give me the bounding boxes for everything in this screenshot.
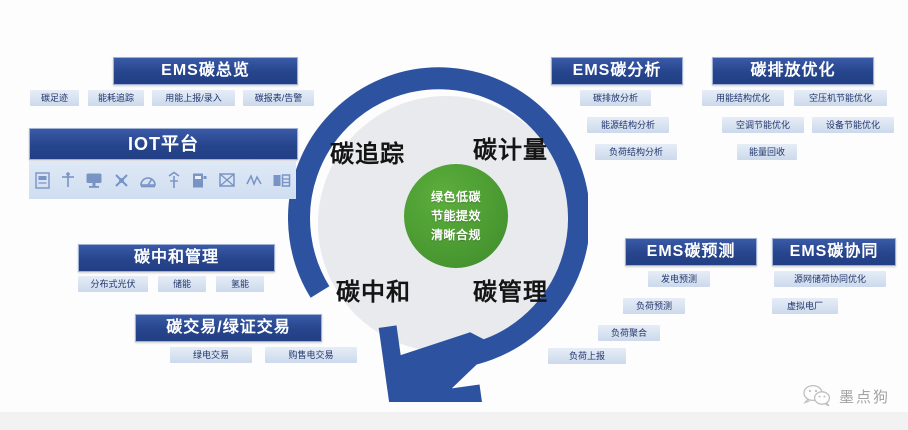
panel-ems-carbon-coordination[interactable]: EMS碳协同 xyxy=(772,238,896,266)
chip-generation-forecast[interactable]: 发电预测 xyxy=(648,271,710,287)
ring-arc xyxy=(288,67,590,370)
chip-energy-storage[interactable]: 储能 xyxy=(158,276,206,292)
chip-hvac-energy-saving-optimization[interactable]: 空调节能优化 xyxy=(722,117,804,133)
valve-icon xyxy=(114,173,128,187)
wechat-icon xyxy=(803,384,831,407)
panel-icon xyxy=(218,172,235,187)
quadrant-label-carbon-tracking: 碳追踪 xyxy=(330,141,405,168)
chip-energy-recovery[interactable]: 能量回收 xyxy=(737,144,797,160)
chip-distributed-pv[interactable]: 分布式光伏 xyxy=(78,276,148,292)
chip-air-compressor-optimization[interactable]: 空压机节能优化 xyxy=(794,90,887,106)
chip-carbon-footprint[interactable]: 碳足迹 xyxy=(30,90,79,106)
panel-title-ems-carbon-forecast[interactable]: EMS碳预测 xyxy=(625,238,757,266)
watermark-text: 墨点狗 xyxy=(838,388,890,406)
chip-load-structure-analysis[interactable]: 负荷结构分析 xyxy=(595,144,677,160)
core-line-1: 绿色低碳 xyxy=(430,189,481,204)
panel-title-ems-carbon-overview[interactable]: EMS碳总览 xyxy=(113,57,298,85)
chip-power-purchase-sale-trading[interactable]: 购售电交易 xyxy=(265,347,357,363)
chip-load-aggregation[interactable]: 负荷聚合 xyxy=(598,325,660,341)
chip-energy-tracking[interactable]: 能耗追踪 xyxy=(88,90,144,106)
controller-icon xyxy=(193,173,207,187)
grid-icon xyxy=(273,173,291,187)
sensor-icon xyxy=(61,171,74,187)
panel-ems-carbon-forecast[interactable]: EMS碳预测 xyxy=(625,238,757,266)
panel-carbon-trading[interactable]: 碳交易/绿证交易 xyxy=(135,314,322,342)
bottom-band xyxy=(0,412,908,430)
core-circle: 绿色低碳 节能提效 清晰合规 xyxy=(404,164,508,268)
chip-energy-structure-optimization[interactable]: 用能结构优化 xyxy=(702,90,784,106)
meter-icon xyxy=(34,171,50,189)
iot-device-icon-strip xyxy=(29,161,296,199)
watermark: 墨点狗 xyxy=(802,384,890,408)
chip-load-reporting[interactable]: 负荷上报 xyxy=(548,348,626,364)
power-icon xyxy=(246,173,262,186)
monitor-icon xyxy=(86,173,102,188)
chip-carbon-emission-analysis[interactable]: 碳排放分析 xyxy=(580,90,651,106)
chip-energy-structure-analysis[interactable]: 能源结构分析 xyxy=(587,117,669,133)
panel-title-carbon-emission-optimization[interactable]: 碳排放优化 xyxy=(712,57,874,85)
quadrant-label-carbon-management: 碳管理 xyxy=(473,279,548,306)
chip-hydrogen-energy[interactable]: 氢能 xyxy=(216,276,264,292)
chip-source-grid-storage-load-optimization[interactable]: 源网储荷协同优化 xyxy=(774,271,886,287)
chip-carbon-report-alarm[interactable]: 碳报表/告警 xyxy=(243,90,314,106)
panel-title-ems-carbon-analysis[interactable]: EMS碳分析 xyxy=(551,57,683,85)
panel-ems-carbon-analysis[interactable]: EMS碳分析 xyxy=(551,57,683,85)
gauge-icon xyxy=(140,176,156,187)
core-line-3: 清晰合规 xyxy=(430,227,481,242)
chip-green-power-trading[interactable]: 绿电交易 xyxy=(170,347,252,363)
chip-energy-report-entry[interactable]: 用能上报/录入 xyxy=(152,90,235,106)
chip-load-forecast[interactable]: 负荷预测 xyxy=(623,298,685,314)
chip-virtual-power-plant[interactable]: 虚拟电厂 xyxy=(772,298,838,314)
panel-title-carbon-trading[interactable]: 碳交易/绿证交易 xyxy=(135,314,322,342)
panel-title-carbon-neutral-management[interactable]: 碳中和管理 xyxy=(78,244,275,272)
panel-carbon-emission-optimization[interactable]: 碳排放优化 xyxy=(712,57,874,85)
panel-title-iot-platform[interactable]: IOT平台 xyxy=(29,128,298,160)
arrow-shape xyxy=(378,325,497,416)
panel-carbon-neutral-management[interactable]: 碳中和管理 xyxy=(78,244,275,272)
core-line-2: 节能提效 xyxy=(430,208,481,223)
panel-ems-carbon-overview[interactable]: EMS碳总览 xyxy=(113,57,298,85)
chip-equipment-energy-saving-optimization[interactable]: 设备节能优化 xyxy=(812,117,894,133)
panel-title-ems-carbon-coordination[interactable]: EMS碳协同 xyxy=(772,238,896,266)
antenna-icon xyxy=(168,171,180,188)
quadrant-label-carbon-neutral: 碳中和 xyxy=(336,279,411,306)
quadrant-label-carbon-metering: 碳计量 xyxy=(473,137,548,164)
panel-iot-platform[interactable]: IOT平台 xyxy=(29,128,298,160)
